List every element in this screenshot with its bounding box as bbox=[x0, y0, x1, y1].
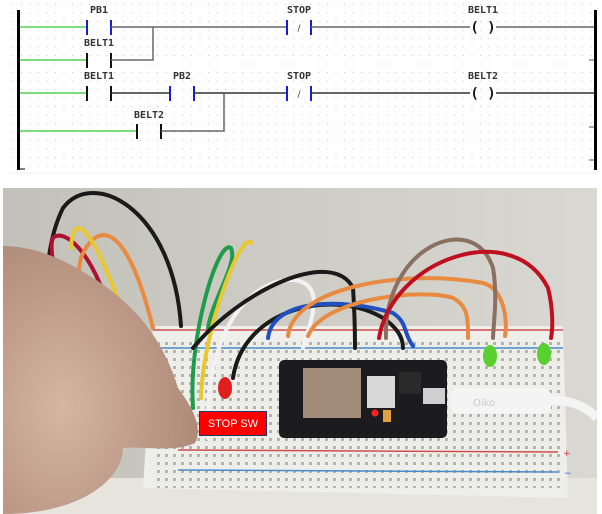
contact-belt2-latch-label: BELT2 bbox=[134, 110, 164, 121]
left-power-rail bbox=[17, 10, 20, 170]
contact-belt1-label: BELT1 bbox=[84, 71, 114, 82]
usb-cable: Oiko bbox=[451, 388, 597, 422]
coil-belt1[interactable]: ( ) BELT1 bbox=[468, 5, 498, 36]
red-led-icon bbox=[218, 377, 232, 399]
power-led-icon bbox=[371, 409, 379, 417]
rung-2: BELT1 PB2 BELT2 / STOP ( ) BELT2 bbox=[20, 71, 594, 139]
rung-1: PB1 BELT1 / STOP ( ) BELT1 bbox=[20, 5, 594, 68]
green-led-icon bbox=[537, 343, 551, 365]
coil-icon: ( ) bbox=[470, 86, 495, 102]
contact-pb1-label: PB1 bbox=[90, 5, 108, 16]
coil-belt1-label: BELT1 bbox=[468, 5, 498, 16]
contact-belt2-latch[interactable]: BELT2 bbox=[20, 93, 225, 139]
coil-icon: ( ) bbox=[470, 20, 495, 36]
green-led-icon bbox=[483, 345, 497, 367]
hand bbox=[3, 246, 198, 514]
contact-belt1-latch-label: BELT1 bbox=[84, 38, 114, 49]
right-power-rail bbox=[594, 10, 597, 170]
contact-pb2-label: PB2 bbox=[173, 71, 191, 82]
coil-belt2[interactable]: ( ) BELT2 bbox=[468, 71, 498, 102]
usb-brand-label: Oiko bbox=[473, 398, 495, 409]
contact-belt1-latch[interactable]: BELT1 bbox=[20, 27, 154, 68]
stop-switch-annotation: STOP SW bbox=[199, 411, 267, 436]
contact-stop-2-label: STOP bbox=[287, 71, 311, 82]
breadboard-photo: + − bbox=[3, 188, 597, 514]
esp32-board bbox=[279, 360, 447, 438]
ladder-diagram: PB1 BELT1 / STOP ( ) BELT1 BELT1 bbox=[8, 2, 597, 174]
contact-stop-1-label: STOP bbox=[287, 5, 311, 16]
nc-slash-icon: / bbox=[297, 24, 301, 34]
grid-background bbox=[10, 2, 597, 172]
nc-slash-icon: / bbox=[297, 90, 301, 100]
svg-text:+: + bbox=[563, 449, 571, 459]
coil-belt2-label: BELT2 bbox=[468, 71, 498, 82]
svg-text:−: − bbox=[564, 469, 572, 479]
